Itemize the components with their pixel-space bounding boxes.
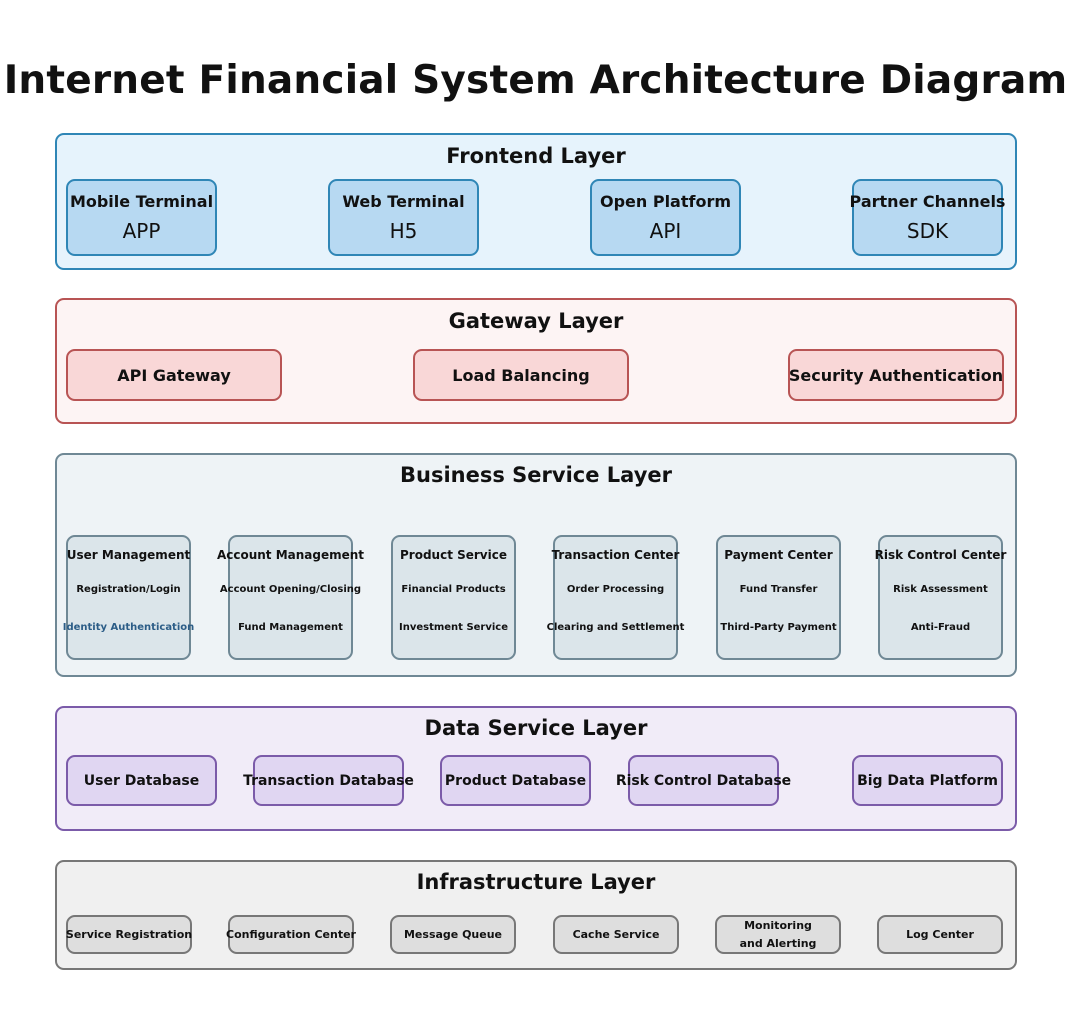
data-box-big-data-platform: Big Data Platform [852, 755, 1003, 806]
business-box-risk-control-center: Risk Control Center Risk Assessment Anti… [875, 535, 1006, 660]
frontend-box-name: Partner Channels [849, 191, 1006, 211]
business-box-item: Fund Management [238, 622, 343, 633]
business-box-account-management: Account Management Account Opening/Closi… [217, 535, 364, 660]
business-box-item: Risk Assessment [893, 584, 988, 595]
frontend-box-name: Mobile Terminal [69, 191, 214, 211]
business-box-item: Registration/Login [76, 584, 181, 595]
gateway-box-api-gateway: API Gateway [66, 349, 282, 401]
frontend-box-sub: H5 [389, 218, 418, 243]
frontend-box-name: Web Terminal [342, 191, 465, 211]
business-box-name: Transaction Center [551, 548, 680, 562]
data-box-product-database: Product Database [440, 755, 591, 806]
business-box-user-management: User Management Registration/Login Ident… [63, 535, 194, 660]
infra-box-service-registration: Service Registration [66, 915, 192, 954]
business-box-name: User Management [66, 548, 191, 562]
business-box-item: Third-Party Payment [720, 622, 837, 633]
business-box-item: Anti-Fraud [910, 622, 971, 633]
data-box-user-database: User Database [66, 755, 217, 806]
business-service-layer: Business Service Layer [55, 453, 1017, 677]
frontend-box-sub: APP [122, 218, 161, 243]
business-box-name: Product Service [399, 548, 507, 562]
infra-box-monitoring-and-alerting: Monitoring and Alerting [715, 915, 841, 954]
business-box-item: Financial Products [401, 584, 506, 595]
business-box-product-service: Product Service Financial Products Inves… [391, 535, 516, 660]
business-box-name: Account Management [216, 548, 365, 562]
data-service-layer-title: Data Service Layer [424, 716, 648, 740]
business-box-item: Identity Authentication [62, 622, 195, 633]
business-box-item: Fund Transfer [739, 584, 818, 595]
business-box-transaction-center: Transaction Center Order Processing Clea… [547, 535, 684, 660]
infra-box-log-center: Log Center [877, 915, 1003, 954]
frontend-layer-title: Frontend Layer [446, 144, 626, 168]
business-service-layer-title: Business Service Layer [400, 463, 672, 487]
gateway-box-security-authentication: Security Authentication [788, 349, 1004, 401]
data-box-risk-control-database: Risk Control Database [616, 755, 791, 806]
frontend-box-mobile-terminal: Mobile Terminal APP [66, 179, 217, 256]
infrastructure-layer-title: Infrastructure Layer [416, 870, 656, 894]
frontend-box-web-terminal: Web Terminal H5 [328, 179, 479, 256]
diagram-title: Internet Financial System Architecture D… [3, 58, 1068, 103]
business-box-item: Account Opening/Closing [219, 584, 362, 595]
infra-box-configuration-center: Configuration Center [226, 915, 356, 954]
frontend-box-partner-channels: Partner Channels SDK [849, 179, 1006, 256]
frontend-box-sub: API [649, 218, 682, 243]
gateway-box-load-balancing: Load Balancing [413, 349, 629, 401]
frontend-box-open-platform: Open Platform API [590, 179, 741, 256]
business-box-name: Payment Center [724, 548, 833, 562]
data-box-transaction-database: Transaction Database [243, 755, 414, 806]
infrastructure-layer: Infrastructure Layer [55, 860, 1017, 970]
business-box-item: Clearing and Settlement [546, 622, 685, 633]
business-box-item: Order Processing [566, 584, 665, 595]
frontend-box-name: Open Platform [599, 191, 732, 211]
infra-box-cache-service: Cache Service [553, 915, 679, 954]
gateway-layer-title: Gateway Layer [448, 309, 624, 333]
business-box-payment-center: Payment Center Fund Transfer Third-Party… [716, 535, 841, 660]
business-box-name: Risk Control Center [874, 548, 1007, 562]
business-box-item: Investment Service [398, 622, 509, 633]
frontend-box-sub: SDK [906, 218, 949, 243]
infra-box-message-queue: Message Queue [390, 915, 516, 954]
